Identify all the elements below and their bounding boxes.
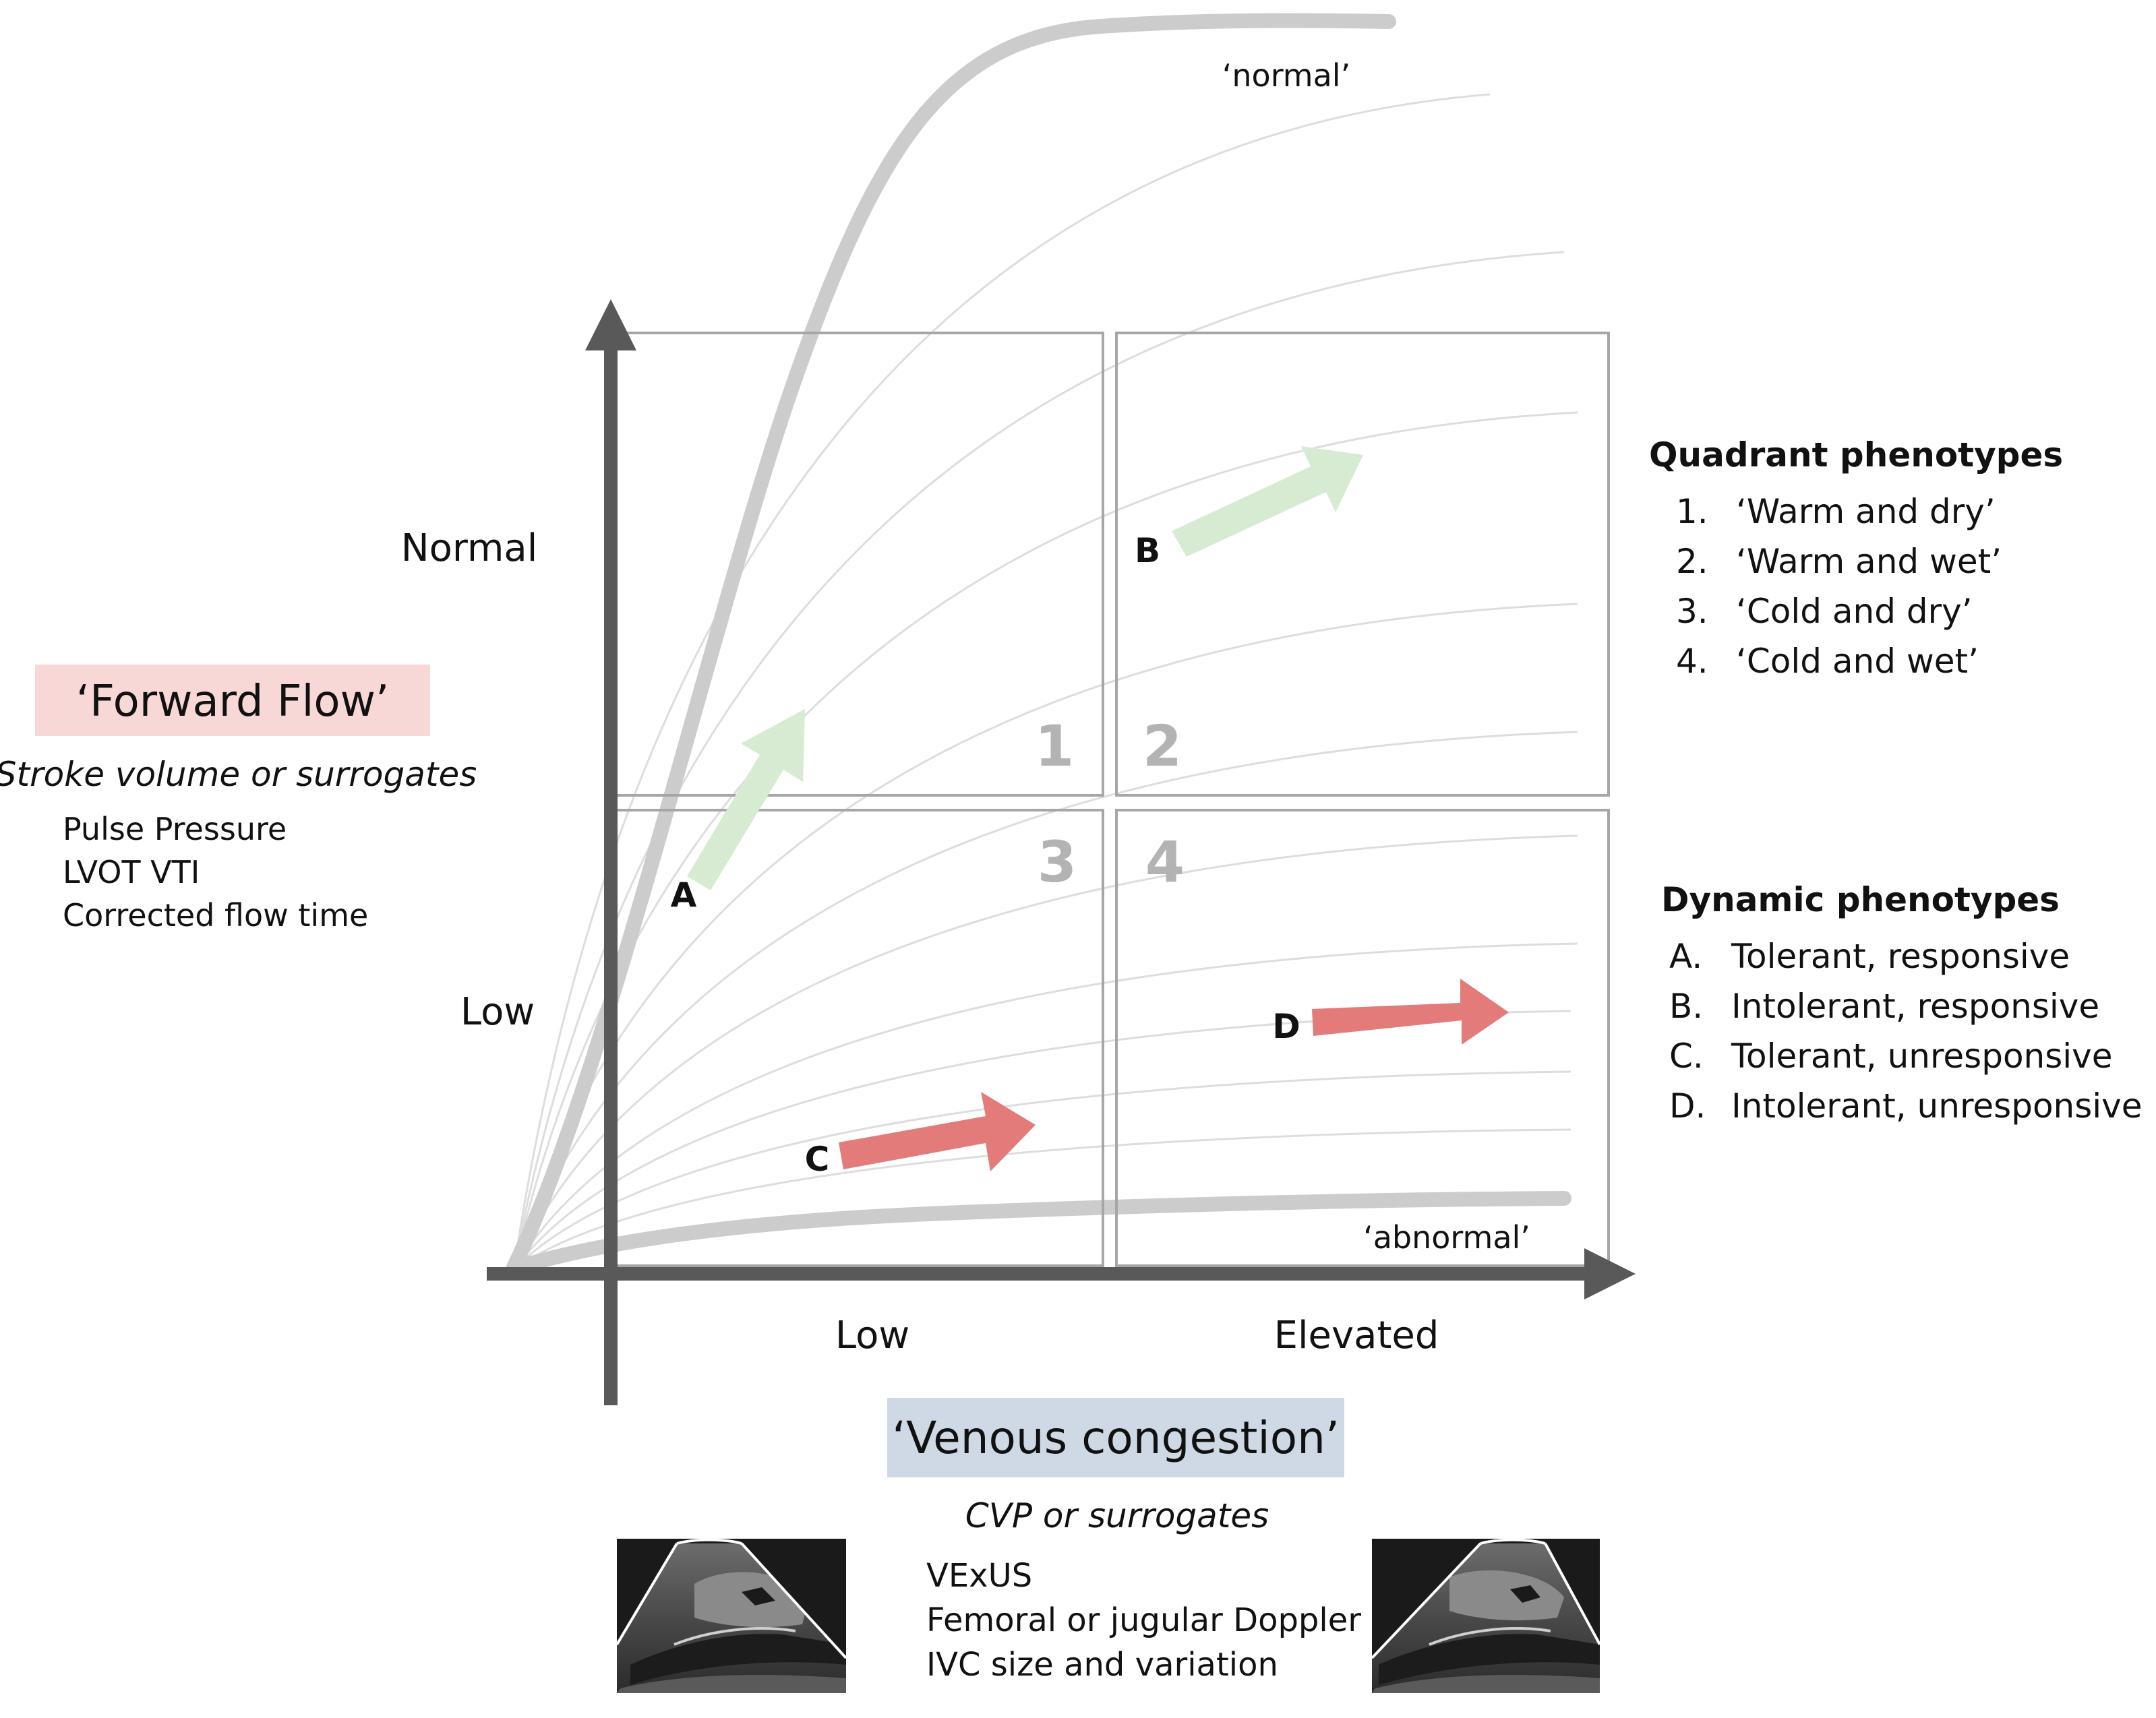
quadrant-legend-text: ‘Cold and dry’ [1736,592,1973,631]
quadrant-box-4 [1115,809,1610,1267]
dynamic-legend-marker: B. [1669,987,1703,1026]
forward-flow-measure: Pulse Pressure [63,811,287,847]
dynamic-phenotypes-legend: Dynamic phenotypes A. Tolerant, responsi… [1661,880,2143,1126]
abnormal-curve-label: ‘abnormal’ [1363,1219,1530,1256]
quadrant-number-3: 3 [1038,829,1077,895]
x-tick-low: Low [835,1314,909,1357]
quadrant-number-2: 2 [1143,713,1182,779]
y-axis-arrowhead [585,299,636,350]
arrow-d [1312,979,1509,1045]
quadrant-number-1: 1 [1035,713,1074,779]
ultrasound-image-elevated [1371,1538,1601,1693]
normal-curve-label: ‘normal’ [1222,57,1350,94]
dynamic-legend-text: Intolerant, unresponsive [1731,1086,2143,1126]
arrow-c [839,1092,1036,1171]
starling-curve [512,834,1578,1270]
dynamic-legend-marker: A. [1669,937,1702,976]
forward-flow-subtitle: Stroke volume or surrogates [0,755,477,794]
starling-curve [513,1128,1571,1271]
dynamic-legend-text: Tolerant, unresponsive [1731,1037,2113,1076]
arrow-label-a: A [671,876,697,915]
ultrasound-image-low [616,1538,847,1693]
quadrant-legend-text: ‘Cold and wet’ [1736,642,1979,681]
arrow-label-d: D [1272,1007,1300,1046]
quadrant-legend-marker: 2. [1676,542,1708,581]
arrow-b [1172,446,1363,557]
venous-congestion-title: ‘Venous congestion’ [892,1412,1340,1464]
axes [487,299,1636,1405]
quadrant-box-2 [1115,332,1610,797]
forward-flow-measure: Corrected flow time [63,897,368,933]
quadrant-number-4: 4 [1145,829,1185,895]
arrow-a [687,709,805,890]
normal-curve [506,13,1396,1275]
venous-congestion-title-bg [887,1398,1344,1477]
forward-flow-title: ‘Forward Flow’ [76,677,390,727]
quadrant-legend-marker: 3. [1676,592,1708,631]
quadrant-phenotypes-legend: Quadrant phenotypes 1. ‘Warm and dry’ 2.… [1649,435,2063,681]
arrow-label-b: B [1135,531,1160,570]
starling-curve [512,251,1565,1270]
venous-congestion-measure: VExUS [926,1557,1032,1595]
quadrant-legend-marker: 1. [1676,492,1708,531]
dynamic-legend-marker: D. [1669,1086,1706,1126]
quadrant-legend-marker: 4. [1676,642,1708,681]
starling-curve [512,731,1578,1270]
dynamic-legend-marker: C. [1669,1037,1704,1076]
x-tick-elevated: Elevated [1274,1314,1439,1357]
starling-curve [512,942,1578,1270]
quadrant-legend-text: ‘Warm and dry’ [1736,492,1996,531]
starling-curve [512,1010,1571,1270]
venous-congestion-measure: Femoral or jugular Doppler [926,1601,1361,1639]
starling-curve [512,1070,1571,1271]
arrow-label-c: C [805,1140,830,1179]
y-tick-low: Low [460,990,535,1034]
venous-congestion-subtitle: CVP or surrogates [965,1496,1269,1535]
y-tick-normal: Normal [401,526,538,570]
quadrant-legend-title: Quadrant phenotypes [1649,435,2063,474]
x-axis-arrowhead [1584,1248,1636,1299]
dynamic-legend-text: Intolerant, responsive [1731,987,2099,1026]
dynamic-legend-text: Tolerant, responsive [1731,937,2070,976]
abnormal-curve [506,1191,1571,1276]
venous-congestion-measure: IVC size and variation [926,1646,1278,1684]
dynamic-legend-title: Dynamic phenotypes [1661,880,2060,919]
starling-curve-family [512,93,1578,1271]
forward-flow-measure: LVOT VTI [63,854,200,890]
quadrant-legend-text: ‘Warm and wet’ [1736,542,2002,581]
starling-curve [512,93,1491,1270]
forward-flow-title-bg [35,665,430,736]
